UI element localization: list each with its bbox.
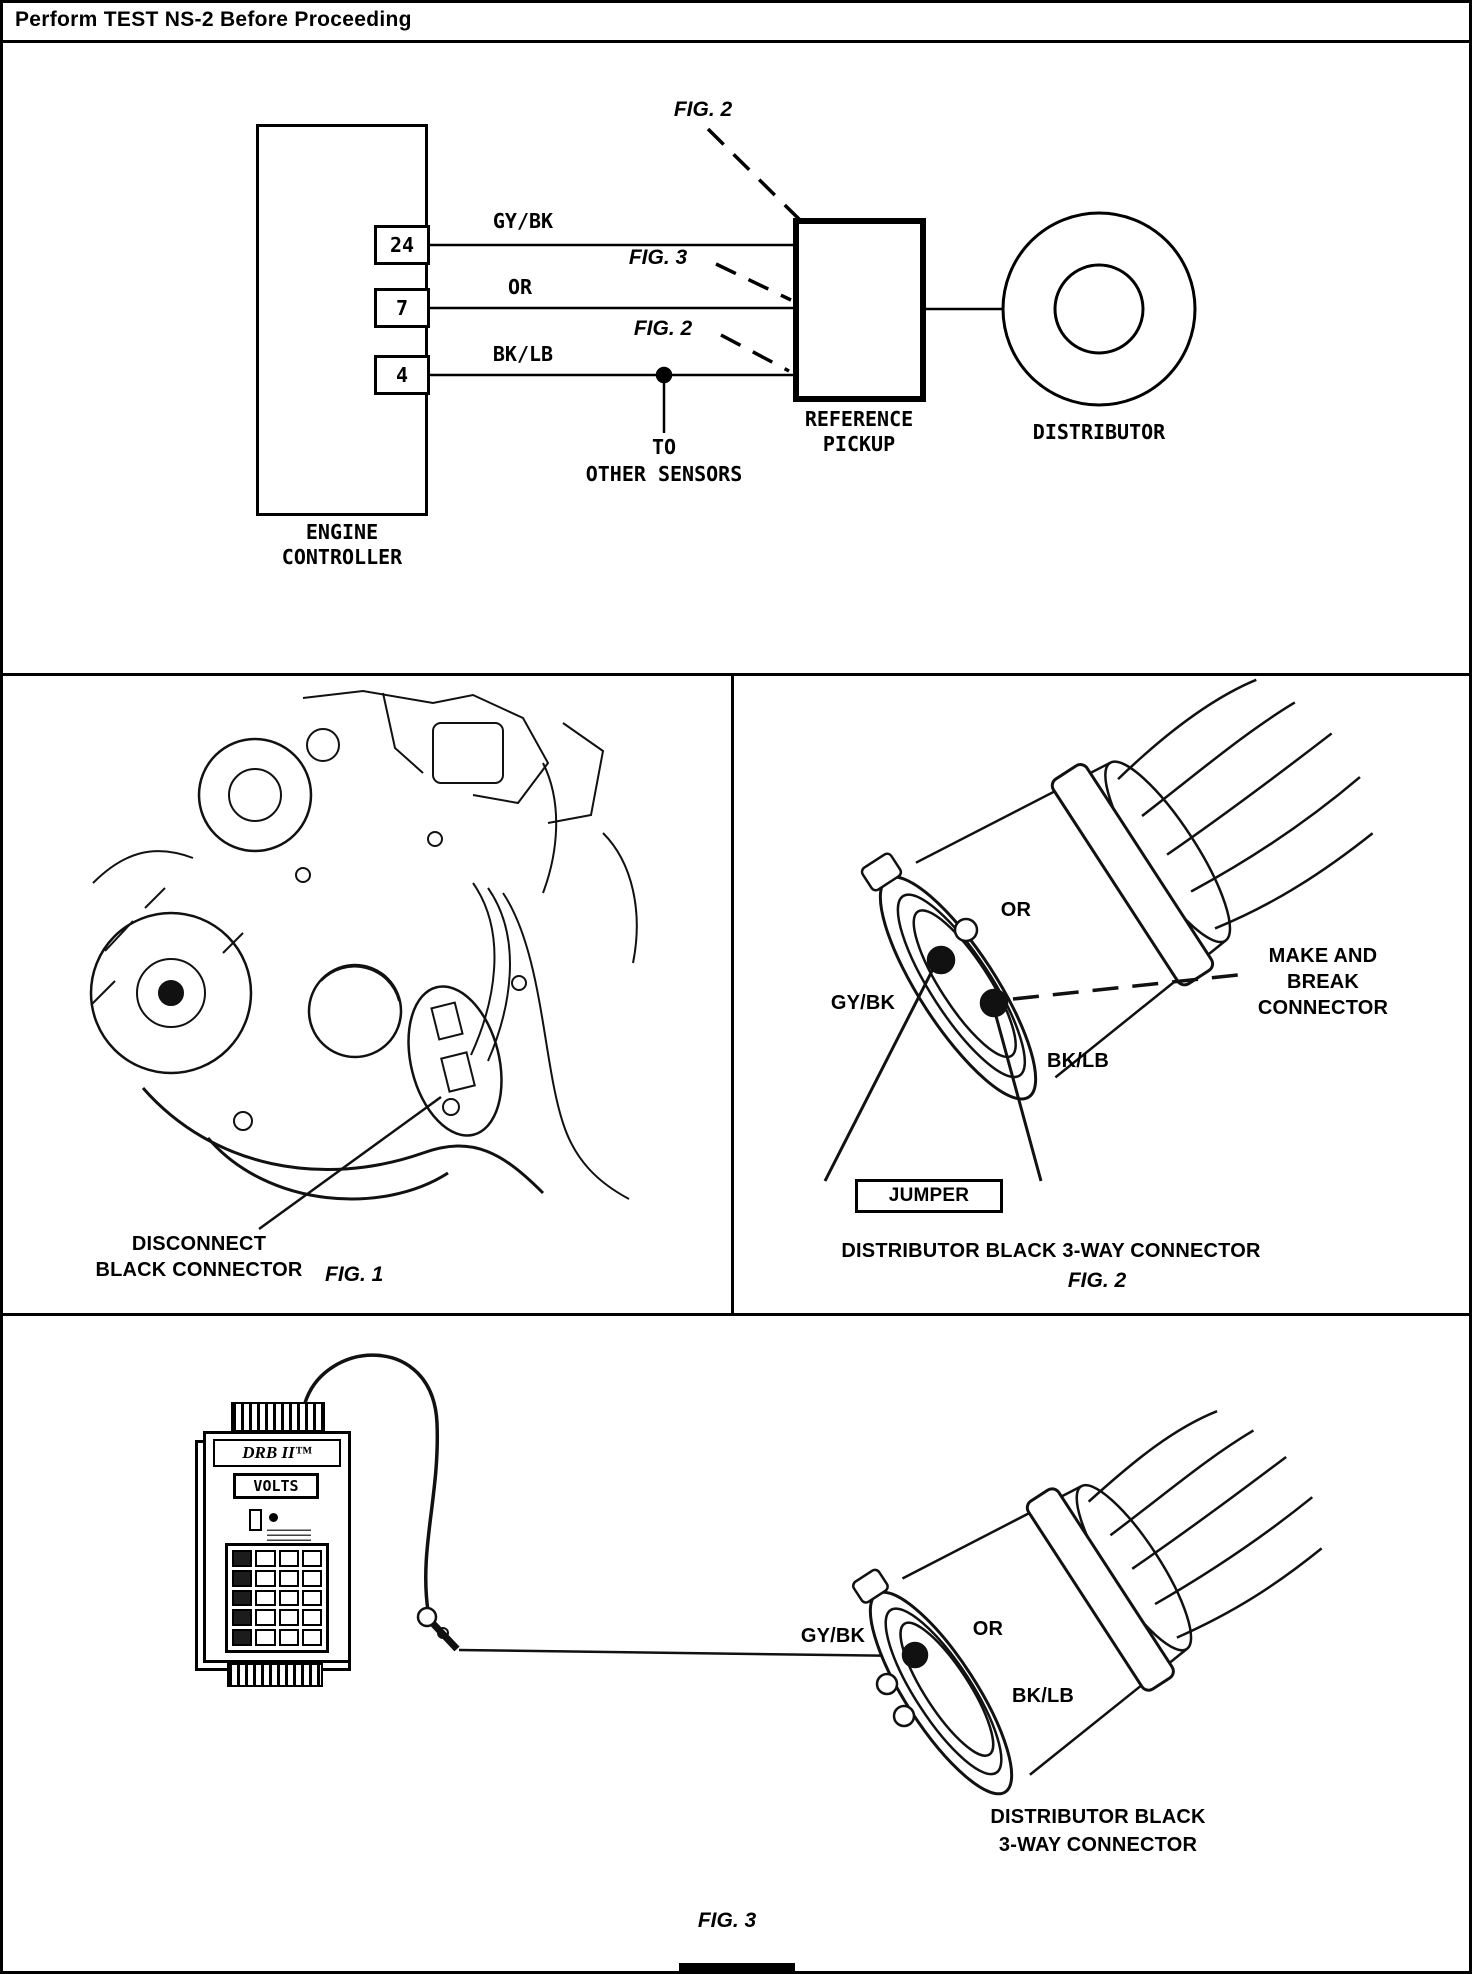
drb2-display-text: VOLTS <box>253 1477 299 1495</box>
fig3-pin-gybk-label: GY/BK <box>800 1625 866 1647</box>
connector-front-rim <box>878 875 1038 1101</box>
reference-pickup-box <box>793 218 926 402</box>
fig2-pin-gybk-label: GY/BK <box>830 992 896 1014</box>
jumper-line-right <box>994 1015 1043 1182</box>
disconnect-caption-line2: BLACK CONNECTOR <box>95 1259 303 1281</box>
drb2-display: VOLTS <box>233 1473 319 1499</box>
engine-controller-label-line1: ENGINE <box>305 520 379 544</box>
engine-illustration <box>89 689 638 1231</box>
reference-pickup-label-line1: REFERENCE <box>804 407 914 431</box>
cavity-or <box>953 917 979 943</box>
fig2-lower-pointer-dashed <box>720 333 790 373</box>
pin-7-label: 7 <box>395 296 409 320</box>
pin-7-box: 7 <box>374 288 430 328</box>
connector-band <box>1025 1487 1175 1692</box>
distributor-outer-circle <box>1001 211 1197 407</box>
wire-label-or: OR <box>507 275 533 299</box>
fig2-pin-or-label: OR <box>1000 899 1032 921</box>
scan-tool-cable <box>303 1353 440 1612</box>
reference-pickup-label-line2: PICKUP <box>822 432 896 456</box>
page-title: Perform TEST NS-2 Before Proceeding <box>15 8 412 31</box>
drb2-fineprint <box>267 1527 311 1541</box>
distributor-label: DISTRIBUTOR <box>1032 420 1166 444</box>
cavity-bklb <box>979 988 1009 1018</box>
fig1-label: FIG. 1 <box>325 1263 384 1286</box>
fig3-pin-bklb-label: BK/LB <box>1011 1685 1075 1707</box>
scan-tool-cable-and-probe <box>303 1353 906 1658</box>
fig3-label: FIG. 3 <box>697 1909 757 1932</box>
probe-bead <box>416 1606 438 1628</box>
make-break-dashed-line <box>1012 973 1239 1001</box>
disconnect-pointer-line <box>258 1095 442 1231</box>
make-break-label-line2: BREAK <box>1286 971 1360 993</box>
cavity-or <box>875 1672 899 1696</box>
cavity-gybk <box>926 945 956 975</box>
fig3-caption-line2: 3-WAY CONNECTOR <box>998 1834 1198 1856</box>
connector-illustration-fig3 <box>851 1410 1323 1796</box>
connector-key-tab <box>860 852 903 892</box>
connector-key-tab <box>851 1568 889 1604</box>
probe-lead-line <box>458 1648 906 1658</box>
drb2-led-icon <box>269 1513 278 1522</box>
fig2-lower-callout: FIG. 2 <box>633 317 693 340</box>
drb2-bottom-connector-ribs <box>227 1663 323 1687</box>
pin-4-box: 4 <box>374 355 430 395</box>
drb2-port-icon <box>249 1509 262 1531</box>
fig2-label: FIG. 2 <box>1067 1269 1127 1292</box>
fig2-upper-pointer-dashed <box>706 127 804 224</box>
distributor-inner-circle <box>1053 263 1145 355</box>
cavity-bklb <box>892 1704 916 1728</box>
cavity-gybk <box>901 1641 929 1669</box>
make-break-label-line3: CONNECTOR <box>1257 997 1389 1019</box>
middle-row-top-divider <box>3 673 1469 676</box>
engine-controller-label-line2: CONTROLLER <box>281 545 403 569</box>
jumper-box: JUMPER <box>855 1179 1003 1213</box>
pin-4-label: 4 <box>395 363 409 387</box>
middle-row-bottom-divider <box>3 1313 1469 1316</box>
fig3-caption-line1: DISTRIBUTOR BLACK <box>990 1806 1206 1828</box>
to-other-sensors-line1: TO <box>651 435 677 459</box>
pin-24-label: 24 <box>389 233 415 257</box>
connector-band <box>1050 763 1215 987</box>
fig3-callout: FIG. 3 <box>628 246 688 269</box>
to-other-sensors-line2: OTHER SENSORS <box>585 462 743 486</box>
header-divider <box>3 40 1469 43</box>
drb2-nameplate: DRB II™ <box>213 1439 341 1467</box>
connector-front-rim <box>868 1590 1014 1796</box>
page-marker-bar <box>679 1963 795 1971</box>
line-art <box>89 127 1374 1796</box>
wire-label-gybk: GY/BK <box>492 209 554 233</box>
connector-illustration-fig2 <box>823 678 1374 1182</box>
fig2-pin-bklb-label: BK/LB <box>1046 1050 1110 1072</box>
wire-label-bklb: BK/LB <box>492 342 554 366</box>
drb2-keypad <box>225 1543 329 1653</box>
pin-24-box: 24 <box>374 225 430 265</box>
jumper-label: JUMPER <box>888 1185 970 1206</box>
connector-highlight-ellipse <box>407 985 503 1137</box>
fig2-caption: DISTRIBUTOR BLACK 3-WAY CONNECTOR <box>841 1240 1261 1262</box>
middle-row-vertical-divider <box>731 673 734 1316</box>
jumper-line-left <box>823 968 935 1182</box>
make-break-label-line1: MAKE AND <box>1268 945 1378 967</box>
drb2-top-connector-ribs <box>231 1402 325 1432</box>
fig3-pin-or-label: OR <box>972 1618 1004 1640</box>
drb2-name: DRB II™ <box>242 1443 312 1462</box>
wiring-diagram-lines <box>430 127 1197 433</box>
disconnect-caption-line1: DISCONNECT <box>131 1233 267 1255</box>
fig2-upper-callout: FIG. 2 <box>673 98 733 121</box>
fig3-pointer-dashed <box>715 262 792 302</box>
